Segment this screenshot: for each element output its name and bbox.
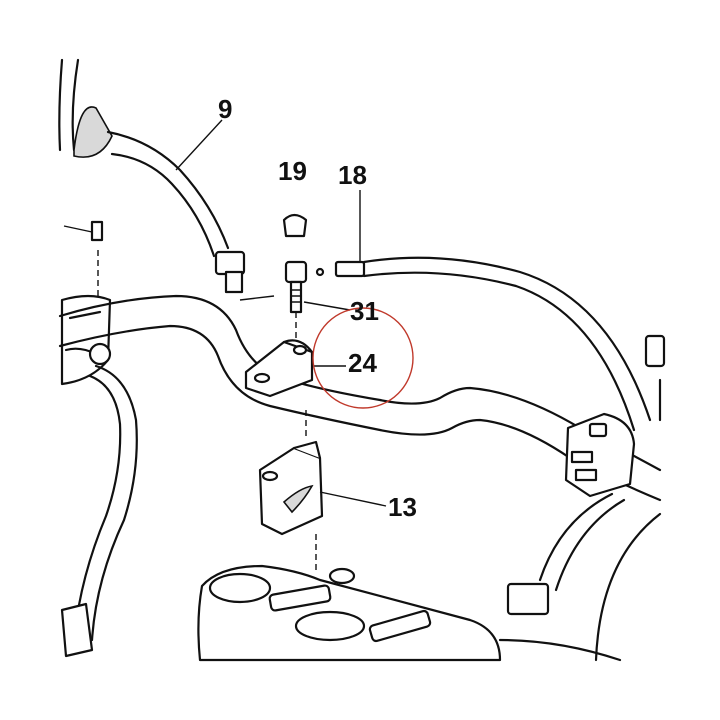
cap-part-19 [282,213,308,238]
right-lower-cable [506,492,662,662]
callout-13: 13 [388,492,417,522]
left-cable [60,364,138,658]
highlight-circle [312,307,414,409]
leader-31 [303,301,351,311]
callout-9: 9 [218,94,232,124]
mirror-stem-part-9 [106,130,246,294]
callout-24: 24 [348,348,377,378]
cable-part-18 [315,256,652,432]
bolt-part-31 [284,260,308,342]
callout-31: 31 [350,296,379,326]
callout-19: 19 [278,156,307,186]
leader-lines [63,119,387,507]
handlebar-part [58,294,662,502]
pin-part [90,220,104,300]
leader-top-left [239,295,275,301]
clamp-part-24 [244,339,314,398]
leader-13 [319,491,387,507]
leader-pin [63,225,93,233]
triple-clamp-part [197,564,622,662]
right-switch-block [564,412,636,498]
riser-part-13 [258,410,324,570]
grip-end [644,334,666,422]
mirror-housing-part [58,58,113,158]
callout-18: 18 [338,160,367,190]
leader-9 [175,119,223,171]
